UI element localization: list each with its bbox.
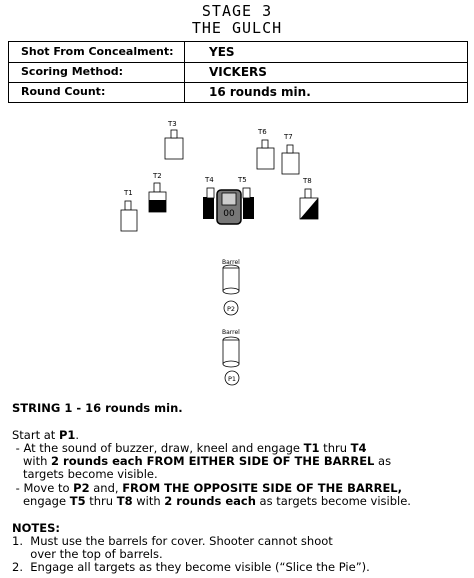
target-t8-hardcover: [300, 198, 318, 219]
barrel-bottom: [222, 287, 240, 295]
text: as: [374, 454, 392, 468]
target-label-t8: T8: [302, 177, 312, 185]
barrel-label: Barrel: [222, 259, 240, 266]
text: engage: [12, 494, 70, 508]
target-t7: [281, 152, 300, 175]
instruction-1-line-1: - At the sound of buzzer, draw, kneel an…: [12, 442, 367, 455]
target-t5: [243, 197, 254, 219]
position-p2-marker: [223, 300, 239, 316]
barrel-body: [222, 267, 240, 292]
rounds-instruction: 2 rounds each: [164, 494, 256, 508]
target-t3: [164, 137, 184, 160]
target-stand: [124, 200, 132, 211]
target-ref: T1: [303, 441, 320, 455]
target-label-t1: T1: [123, 189, 133, 197]
target-label-t4: T4: [204, 176, 214, 184]
start-position: P1: [58, 428, 76, 442]
target-ref: T5: [69, 494, 86, 508]
instruction-2-line-1: - Move to P2 and, FROM THE OPPOSITE SIDE…: [12, 482, 402, 495]
target-label-t7: T7: [283, 133, 293, 141]
position-p1-marker: [224, 370, 240, 386]
start-text: Start at: [12, 428, 59, 442]
target-t4-upper: [206, 187, 215, 199]
target-label-t3: T3: [167, 120, 177, 128]
text: - At the sound of buzzer, draw, kneel an…: [12, 441, 304, 455]
instruction-1-line-3: targets become visible.: [12, 467, 158, 481]
target-t6: [256, 147, 275, 170]
text: with: [12, 454, 52, 468]
position-p2-label: P2: [227, 305, 235, 313]
target-stand: [153, 182, 161, 193]
info-row-concealment: Shot From Concealment: YES: [9, 42, 467, 63]
instruction-2-line-2: engage T5 thru T8 with 2 rounds each as …: [12, 495, 411, 508]
target-stand: [286, 144, 294, 154]
info-row-scoring: Scoring Method: VICKERS: [9, 62, 467, 83]
info-label: Scoring Method:: [9, 62, 185, 82]
target-label-t5: T5: [237, 176, 247, 184]
info-label: Shot From Concealment:: [9, 42, 185, 62]
target-t4: [203, 197, 214, 219]
target-stand: [304, 188, 312, 199]
start-line: Start at P1.: [12, 429, 79, 442]
target-ref: T4: [350, 441, 367, 455]
info-value: 16 rounds min.: [209, 85, 311, 99]
barrel-body: [222, 339, 240, 365]
target-stand: [261, 139, 269, 149]
target-stand: [170, 129, 178, 139]
cover-barrel-top: [221, 192, 237, 206]
notes-heading: NOTES:: [12, 521, 60, 535]
text: thru: [85, 494, 117, 508]
stage-diagram: T3 T6 T7 T2 T1 T4 T5 00 T8 Barrel P2 Bar…: [120, 120, 319, 386]
stage-info-table: Shot From Concealment: YES Scoring Metho…: [8, 41, 468, 103]
text: as targets become visible.: [255, 494, 411, 508]
note-1-line-2: over the top of barrels.: [12, 547, 163, 561]
target-t2-hardcover: [149, 200, 166, 212]
stage-number: STAGE 3: [201, 2, 273, 20]
info-row-round-count: Round Count: 16 rounds min.: [9, 82, 467, 102]
rounds-instruction: 2 rounds each FROM EITHER SIDE OF THE BA…: [51, 454, 375, 468]
target-t1: [120, 209, 138, 232]
barrel-label: Barrel: [222, 329, 240, 336]
center-marking: 00: [223, 209, 235, 219]
position-ref: P2: [73, 481, 90, 495]
info-value: VICKERS: [209, 65, 267, 79]
text: - Move to: [12, 481, 74, 495]
barrel-bottom: [222, 360, 240, 368]
stage-name: THE GULCH: [191, 19, 283, 37]
position-p1-label: P1: [228, 375, 236, 383]
side-instruction: FROM THE OPPOSITE SIDE OF THE BARREL,: [122, 481, 402, 495]
note-2: 2. Engage all targets as they become vis…: [12, 560, 370, 574]
target-ref: T8: [116, 494, 133, 508]
start-suffix: .: [75, 428, 80, 442]
note-1-line-1: 1. Must use the barrels for cover. Shoot…: [12, 534, 333, 548]
text: thru: [319, 441, 351, 455]
target-label-t6: T6: [257, 128, 267, 136]
instruction-1-line-2: with 2 rounds each FROM EITHER SIDE OF T…: [12, 455, 391, 468]
info-label: Round Count:: [9, 82, 185, 102]
string-heading: STRING 1 - 16 rounds min.: [12, 401, 183, 415]
text: and,: [89, 481, 123, 495]
target-label-t2: T2: [152, 172, 162, 180]
info-value: YES: [209, 45, 235, 59]
text: with: [132, 494, 165, 508]
target-t5-upper: [242, 187, 251, 199]
